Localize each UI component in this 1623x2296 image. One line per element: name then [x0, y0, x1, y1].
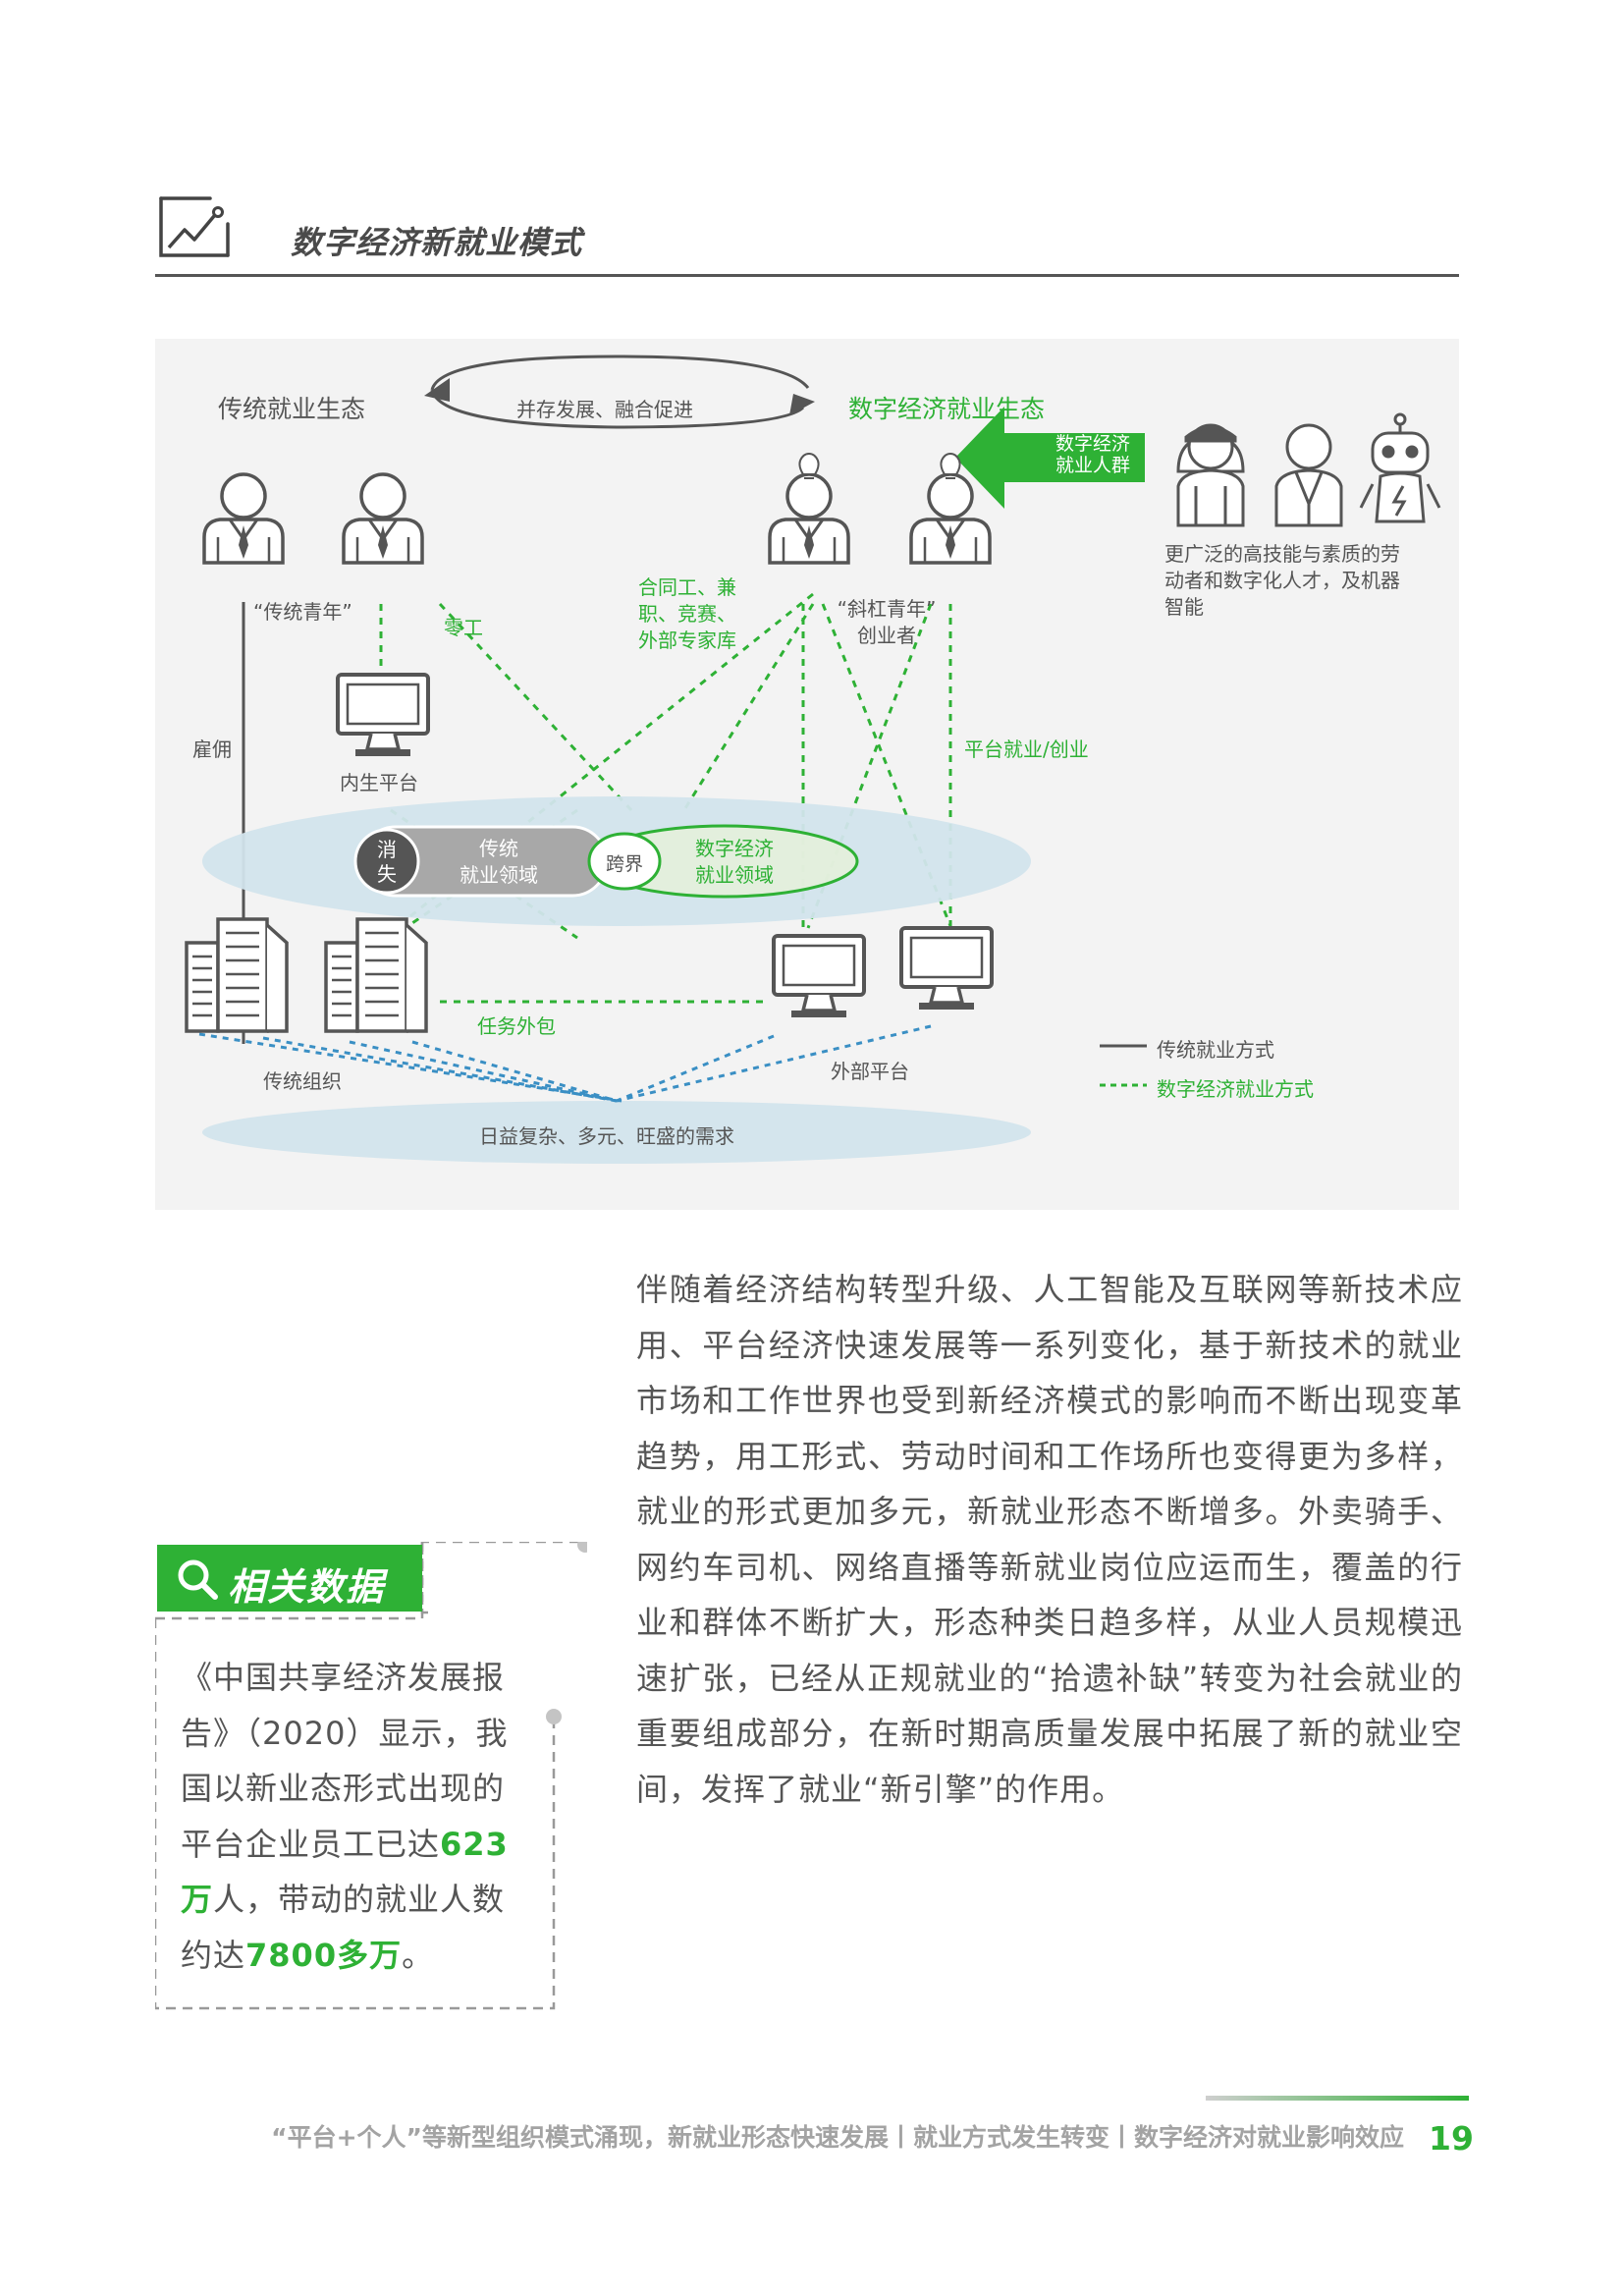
incoming-arrow-icon [955, 407, 1145, 509]
traditional-field-line-2: 就业领域 [460, 863, 538, 887]
crowd-desc-line-1: 更广泛的高技能与素质的劳 [1164, 542, 1400, 566]
disappear-char-2: 失 [377, 862, 397, 886]
digital-crowd-line-1: 数字经济 [1055, 433, 1130, 455]
digital-crowd-line-2: 就业人群 [1055, 455, 1130, 476]
digital-field-line-2: 就业领域 [695, 863, 774, 887]
contract-line-3: 外部专家库 [638, 629, 736, 652]
legend-traditional: 传统就业方式 [1157, 1038, 1274, 1062]
crowd-desc-line-2: 动者和数字化人才，及机器 [1164, 569, 1400, 592]
footer-breadcrumb: “平台+个人”等新型组织模式涌现，新就业形态快速发展丨就业方式发生转变丨数字经济… [271, 2123, 1404, 2152]
slash-youth-line-1: “斜杠青年” [837, 597, 937, 621]
external-platform-label: 外部平台 [831, 1060, 909, 1083]
related-data-label: 相关数据 [228, 1565, 386, 1609]
traditional-youth-person-icon [202, 472, 424, 565]
odd-jobs-label: 零工 [444, 616, 483, 639]
contract-label: 合同工、兼 职、竞赛、 外部专家库 [638, 574, 736, 654]
related-data-text: 《中国共享经济发展报告》（2020）显示，我国以新业态形式出现的平台企业员工已达… [181, 1650, 510, 1983]
related-data-frame [155, 1542, 587, 2010]
search-icon [178, 1559, 218, 1600]
related-text-3: 。 [402, 1936, 435, 1974]
traditional-organization-building-icon [185, 917, 428, 1033]
demand-label: 日益复杂、多元、旺盛的需求 [479, 1124, 734, 1148]
related-data-tab: 相关数据 [157, 1545, 422, 1612]
page-number: 19 [1429, 2119, 1474, 2158]
traditional-field-line-1: 传统 [479, 837, 518, 860]
contract-line-2: 职、竞赛、 [638, 602, 736, 626]
slash-youth-label: “斜杠青年” 创业者 [813, 596, 960, 649]
header-rule [155, 274, 1459, 277]
slash-youth-line-2: 创业者 [857, 624, 916, 647]
worker-icon [1176, 423, 1245, 527]
traditional-field-label: 传统 就业领域 [440, 836, 558, 889]
robot-icon [1359, 412, 1441, 523]
disappear-label: 消 失 [367, 838, 406, 887]
legend-digital: 数字经济就业方式 [1157, 1077, 1314, 1101]
crowd-desc-line-3: 智能 [1164, 595, 1204, 619]
coexist-label: 并存发展、融合促进 [516, 398, 693, 421]
traditional-youth-label: “传统青年” [253, 600, 352, 624]
digital-ecology-label: 数字经济就业生态 [848, 395, 1046, 423]
employment-diagram: 传统就业生态 并存发展、融合促进 数字经济就业生态 数字经济 就业人群 更广泛的… [155, 339, 1459, 1210]
related-value-1: 623万 [181, 1825, 509, 1919]
related-data-box: 相关数据 《中国共享经济发展报告》（2020）显示，我国以新业态形式出现的平台企… [155, 1542, 587, 2013]
doctor-icon [1274, 423, 1343, 527]
slash-youth-person-icon [768, 453, 992, 565]
internal-platform-monitor-icon [336, 673, 430, 758]
external-platform-monitor-icon [772, 926, 994, 1019]
platform-employment-label: 平台就业/创业 [964, 738, 1089, 761]
internal-platform-label: 内生平台 [340, 771, 418, 794]
employ-label: 雇佣 [192, 738, 232, 761]
related-text-2: 人，带动的就业人数约达 [181, 1881, 506, 1974]
traditional-ecology-label: 传统就业生态 [218, 395, 366, 423]
crowd-description: 更广泛的高技能与素质的劳 动者和数字化人才，及机器 智能 [1164, 541, 1400, 621]
cycle-arrows-icon [424, 355, 815, 429]
outsource-label: 任务外包 [477, 1014, 556, 1038]
contract-line-1: 合同工、兼 [638, 575, 736, 599]
related-value-2: 7800多万 [245, 1936, 403, 1974]
digital-field-line-1: 数字经济 [695, 837, 774, 860]
crossover-label: 跨界 [605, 853, 643, 875]
related-text-1: 《中国共享经济发展报告》（2020）显示，我国以新业态形式出现的平台企业员工已达 [181, 1659, 509, 1863]
traditional-organization-label: 传统组织 [263, 1069, 342, 1093]
footer-rule [1206, 2096, 1469, 2101]
diagram-graphics [185, 355, 1441, 1164]
digital-field-label: 数字经济 就业领域 [666, 836, 803, 889]
disappear-char-1: 消 [377, 838, 397, 861]
page-title: 数字经济新就业模式 [291, 224, 583, 261]
digital-crowd-label: 数字经济 就业人群 [1039, 433, 1147, 476]
body-paragraph: 伴随着经济结构转型升级、人工智能及互联网等新技术应用、平台经济快速发展等一系列变… [636, 1271, 1463, 1808]
chart-trend-icon [159, 196, 230, 257]
